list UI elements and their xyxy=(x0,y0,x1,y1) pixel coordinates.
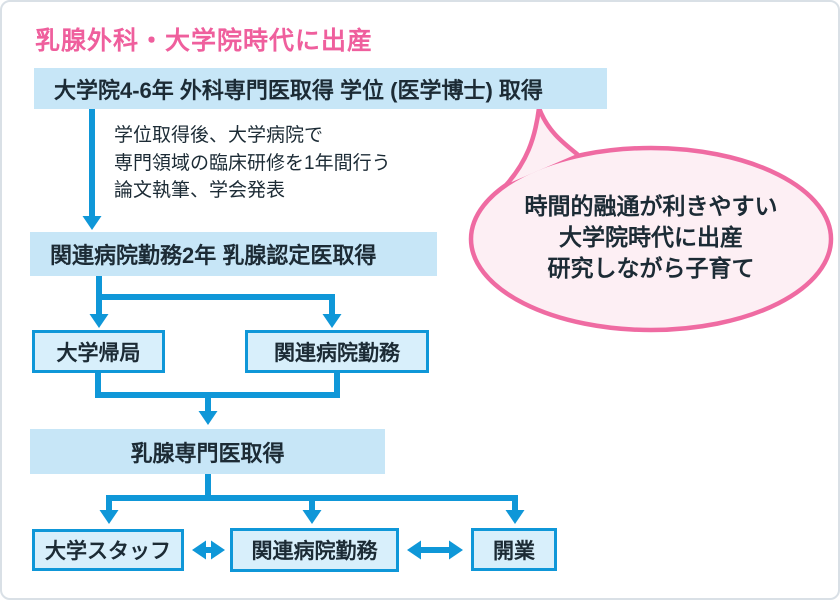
stage1-note: 学位取得後、大学病院で 専門領域の臨床研修を1年間行う 論文執筆、学会発表 xyxy=(114,122,434,205)
bubble-line-2: 大学院時代に出産 xyxy=(559,224,743,250)
bubble-line-3: 研究しながら子育て xyxy=(547,255,755,281)
note-line-2: 専門領域の臨床研修を1年間行う xyxy=(114,152,391,174)
note-line-3: 論文執筆、学会発表 xyxy=(114,180,286,201)
bubble-line-1: 時間的融通が利きやすい xyxy=(524,193,778,219)
stage2-label: 関連病院勤務2年 乳腺認定医取得 xyxy=(50,243,377,268)
branch1-right-label: 関連病院勤務 xyxy=(274,341,400,365)
page-title: 乳腺外科・大学院時代に出産 xyxy=(35,27,374,55)
stage2-box: 関連病院勤務2年 乳腺認定医取得 xyxy=(30,232,437,276)
stage1-label: 大学院4-6年 外科専門医取得 学位 (医学博士) 取得 xyxy=(54,77,543,103)
branch2-left-label: 大学スタッフ xyxy=(45,540,171,563)
branch2-center-box: 関連病院勤務 xyxy=(230,528,399,572)
note-line-1: 学位取得後、大学病院で xyxy=(114,125,324,146)
speech-bubble-ellipse xyxy=(468,145,834,333)
branch2-center-label: 関連病院勤務 xyxy=(251,540,378,563)
branch1-left-box: 大学帰局 xyxy=(32,330,165,373)
branch2-right-box: 開業 xyxy=(471,528,557,571)
branch1-right-box: 関連病院勤務 xyxy=(245,330,429,373)
branch2-left-box: 大学スタッフ xyxy=(32,529,184,571)
merge-line-branch1 xyxy=(95,373,340,398)
speech-bubble-text: 時間的融通が利きやすい 大学院時代に出産 研究しながら子育て xyxy=(472,191,830,284)
branch1-left-label: 大学帰局 xyxy=(56,341,141,365)
stage3-label: 乳腺専門医取得 xyxy=(130,440,285,466)
stage1-box: 大学院4-6年 外科専門医取得 学位 (医学博士) 取得 xyxy=(34,68,607,109)
arrow-stage2-to-branch-right xyxy=(99,294,342,328)
branch2-right-label: 開業 xyxy=(493,539,535,563)
stage3-box: 乳腺専門医取得 xyxy=(30,429,385,474)
